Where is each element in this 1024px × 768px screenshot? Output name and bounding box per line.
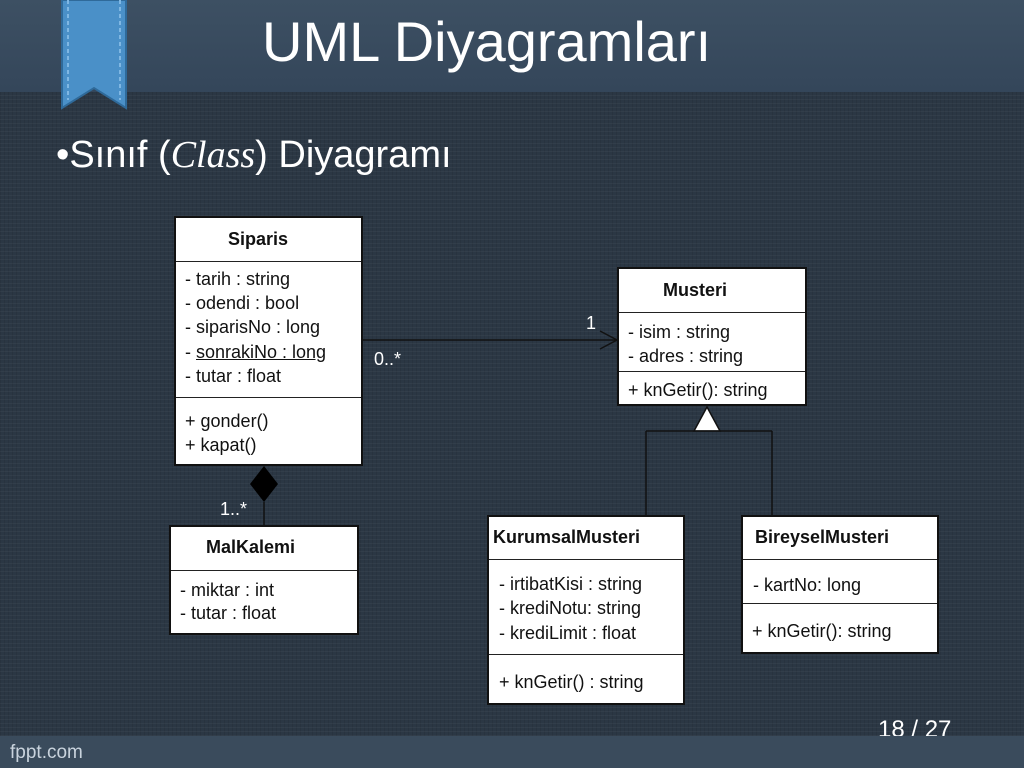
multiplicity-1-many: 1..* <box>220 499 248 519</box>
class-bireysel-musteri: BireyselMusteri - kartNo: long + knGetir… <box>741 515 939 654</box>
title-bar <box>0 0 1024 92</box>
static-attribute: - sonrakiNo : long <box>185 343 326 361</box>
subtitle-term: Class <box>170 134 256 176</box>
operations-section: + knGetir() : string <box>489 654 683 705</box>
class-musteri: Musteri - isim : string - adres : string… <box>617 267 807 406</box>
operations-section: + gonder() + kapat() <box>176 397 361 466</box>
class-kurumsal-musteri: KurumsalMusteri - irtibatKisi : string -… <box>487 515 685 705</box>
attribute: - miktar : int <box>180 580 275 600</box>
operation: + knGetir() : string <box>499 672 644 692</box>
bullet: • <box>56 134 70 176</box>
attributes-section: - tarih : string - odendi : bool - sipar… <box>176 261 361 398</box>
attribute-visibility: - <box>185 342 196 362</box>
attributes-section: - isim : string - adres : string <box>619 312 805 372</box>
multiplicity-0-many: 0..* <box>374 349 402 369</box>
attribute: - tutar : float <box>185 366 282 386</box>
attribute-static-name: sonrakiNo : long <box>196 342 327 362</box>
attributes-section: - irtibatKisi : string - krediNotu: stri… <box>489 559 683 655</box>
attribute: - irtibatKisi : string <box>499 574 643 594</box>
operation: + knGetir(): string <box>752 621 892 641</box>
class-malkalemi: MalKalemi - miktar : int - tutar : float <box>169 525 359 635</box>
slide-title: UML Diyagramları <box>262 10 712 73</box>
bookmark-ribbon-icon <box>61 0 127 110</box>
class-name: BireyselMusteri <box>755 527 890 547</box>
multiplicity-1: 1 <box>586 313 597 333</box>
attribute: - siparisNo : long <box>185 317 321 337</box>
class-name: Musteri <box>663 280 728 300</box>
composition-siparis-malkalemi <box>250 466 278 526</box>
footer-bar: fppt.com <box>0 736 1024 768</box>
class-name: Siparis <box>228 229 289 249</box>
attribute: - krediLimit : float <box>499 623 637 643</box>
association-siparis-musteri <box>362 330 619 350</box>
attributes-section: - miktar : int - tutar : float <box>171 570 357 635</box>
footer-brand: fppt.com <box>10 742 83 763</box>
operations-section: + knGetir(): string <box>743 603 937 654</box>
attribute: - odendi : bool <box>185 293 300 313</box>
operation: + knGetir(): string <box>628 380 768 400</box>
operations-section: + knGetir(): string <box>619 371 805 406</box>
attribute: - tutar : float <box>180 603 277 623</box>
subtitle-prefix: Sınıf ( <box>69 134 171 176</box>
subtitle-suffix: ) Diyagramı <box>255 134 452 176</box>
generalization-musteri <box>645 405 773 516</box>
attributes-section: - kartNo: long <box>743 559 937 604</box>
attribute: - isim : string <box>628 322 731 342</box>
class-name: KurumsalMusteri <box>493 527 641 547</box>
slide-subtitle: •Sınıf (Class) Diyagramı <box>56 136 452 174</box>
operation: + gonder() <box>185 411 269 431</box>
class-siparis: Siparis - tarih : string - odendi : bool… <box>174 216 363 466</box>
operation: + kapat() <box>185 435 257 455</box>
attribute: - kartNo: long <box>753 575 862 595</box>
attribute: - adres : string <box>628 346 744 366</box>
attribute: - tarih : string <box>185 269 291 289</box>
attribute: - krediNotu: string <box>499 598 642 618</box>
class-name: MalKalemi <box>206 537 296 557</box>
